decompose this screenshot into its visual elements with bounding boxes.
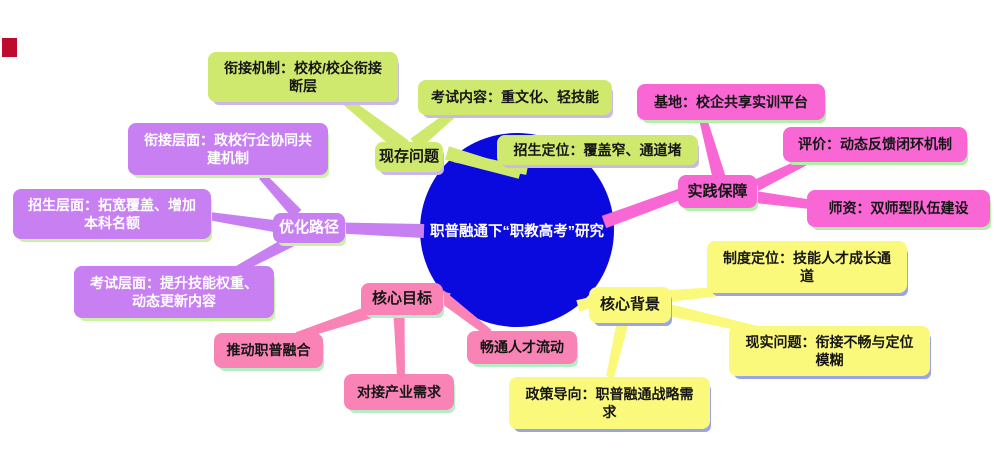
connector-beam <box>436 290 492 337</box>
node-promote-integration[interactable]: 推动职普融合 <box>214 333 323 368</box>
branch-hub-optimization-path[interactable]: 优化路径 <box>273 213 345 243</box>
node-enrollment-level[interactable]: 招生层面：拓宽覆盖、增加 本科名额 <box>13 189 211 239</box>
connector-beam <box>235 235 294 274</box>
branch-hub-practice-guarantee[interactable]: 实践保障 <box>678 175 757 208</box>
node-enrollment-positioning[interactable]: 招生定位：覆盖窄、通道堵 <box>497 135 698 165</box>
node-exam-level[interactable]: 考试层面：提升技能权重、 动态更新内容 <box>74 266 274 318</box>
connector-beam <box>295 304 376 340</box>
node-evaluation-mechanism[interactable]: 评价：动态反馈闭环机制 <box>783 127 967 162</box>
node-connection-level[interactable]: 衔接层面：政校行企协同共 建机制 <box>128 123 328 175</box>
node-policy-orientation[interactable]: 政策导向：职普融通战略需 求 <box>509 377 710 429</box>
branch-hub-core-goals[interactable]: 核心目标 <box>361 283 443 315</box>
connector-beam <box>606 319 629 378</box>
connector-beam <box>343 97 409 154</box>
node-teacher-team[interactable]: 师资：双师型队伍建设 <box>807 190 990 227</box>
branch-hub-core-background[interactable]: 核心背景 <box>589 287 671 323</box>
red-marker <box>2 38 17 57</box>
connector-beam <box>339 222 425 238</box>
connector-beam <box>410 110 455 150</box>
connector-beam <box>601 186 688 229</box>
node-training-base[interactable]: 基地：校企共享实训平台 <box>637 84 825 120</box>
node-talent-flow[interactable]: 畅通人才流动 <box>467 331 577 364</box>
connector-beam <box>453 151 528 175</box>
node-exam-content[interactable]: 考试内容：重文化、轻技能 <box>418 80 612 115</box>
node-system-positioning[interactable]: 制度定位：技能人才成长通 道 <box>707 241 907 293</box>
connector-beam <box>393 313 405 377</box>
branch-hub-existing-problems[interactable]: 现存问题 <box>375 142 443 172</box>
node-connection-mechanism[interactable]: 衔接机制：校校/校企衔接 断层 <box>208 52 398 102</box>
connector-beam <box>208 212 275 232</box>
connector-beam <box>259 173 302 219</box>
node-industry-demand[interactable]: 对接产业需求 <box>344 374 454 410</box>
connector-beam <box>699 117 726 179</box>
node-practical-problem[interactable]: 现实问题：衔接不畅与定位 模糊 <box>729 326 930 376</box>
connector-beam <box>752 157 808 192</box>
